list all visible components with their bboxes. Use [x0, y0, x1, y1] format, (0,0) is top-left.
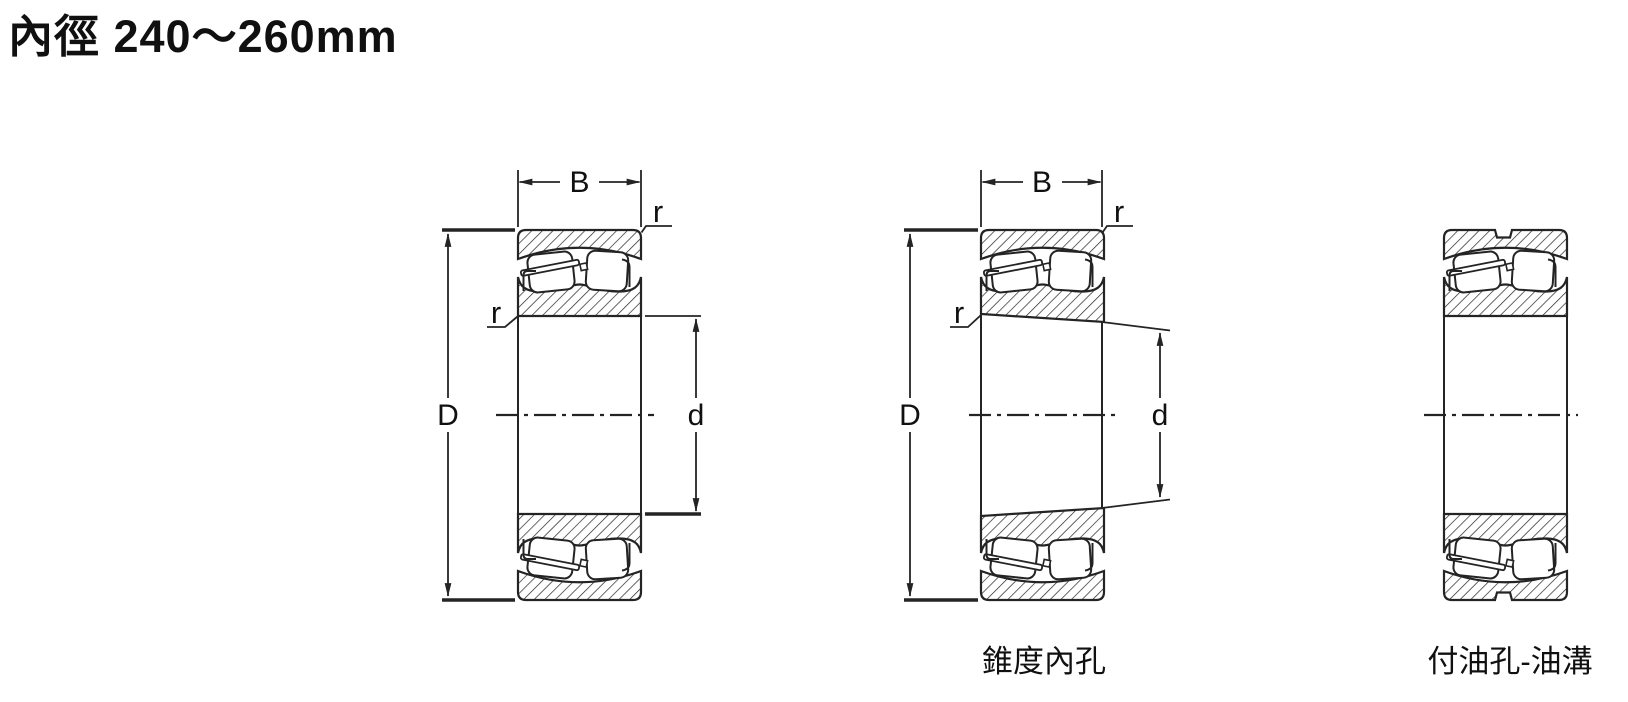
bore-diameter-label: d [1152, 399, 1169, 432]
caption-oil-hole-groove: 付油孔-油溝 [1427, 644, 1592, 679]
dimension-d: d [645, 315, 705, 516]
inner-ring-bottom-tapered [979, 506, 1106, 554]
inner-ring-top-tapered [979, 276, 1106, 324]
taper-extension-bottom [1101, 498, 1171, 509]
bearing-diagram-oil-hole-groove: 付油孔-油溝 [1424, 228, 1593, 679]
chamfer-radius-label: r [1114, 194, 1124, 229]
dimension-B: B [980, 166, 1103, 227]
outer-diameter-label: D [437, 399, 459, 432]
bore-diameter-label: d [688, 399, 705, 432]
dimension-d: d [1101, 321, 1171, 509]
chamfer-r-mid: r [950, 295, 982, 330]
bearing-diagram-cylindrical-bore: B D d r r [437, 166, 705, 602]
taper-extension-top [1101, 321, 1171, 332]
dimension-D: D [899, 228, 978, 602]
chamfer-radius-label: r [954, 295, 964, 330]
chamfer-radius-label: r [491, 295, 501, 330]
dimension-B: B [517, 166, 642, 227]
outer-diameter-label: D [899, 399, 921, 432]
bearing-diagram-tapered-bore: B D d r r [899, 166, 1171, 679]
chamfer-r-mid: r [487, 295, 519, 330]
page-title: 內徑 240～260mm [8, 11, 398, 62]
chamfer-radius-label: r [653, 194, 663, 229]
chamfer-r-top: r [640, 194, 672, 234]
width-dimension-label: B [569, 166, 589, 199]
dimension-D: D [437, 228, 515, 602]
chamfer-r-top: r [1101, 194, 1133, 234]
caption-tapered-bore: 錐度內孔 [982, 644, 1106, 679]
width-dimension-label: B [1032, 166, 1052, 199]
